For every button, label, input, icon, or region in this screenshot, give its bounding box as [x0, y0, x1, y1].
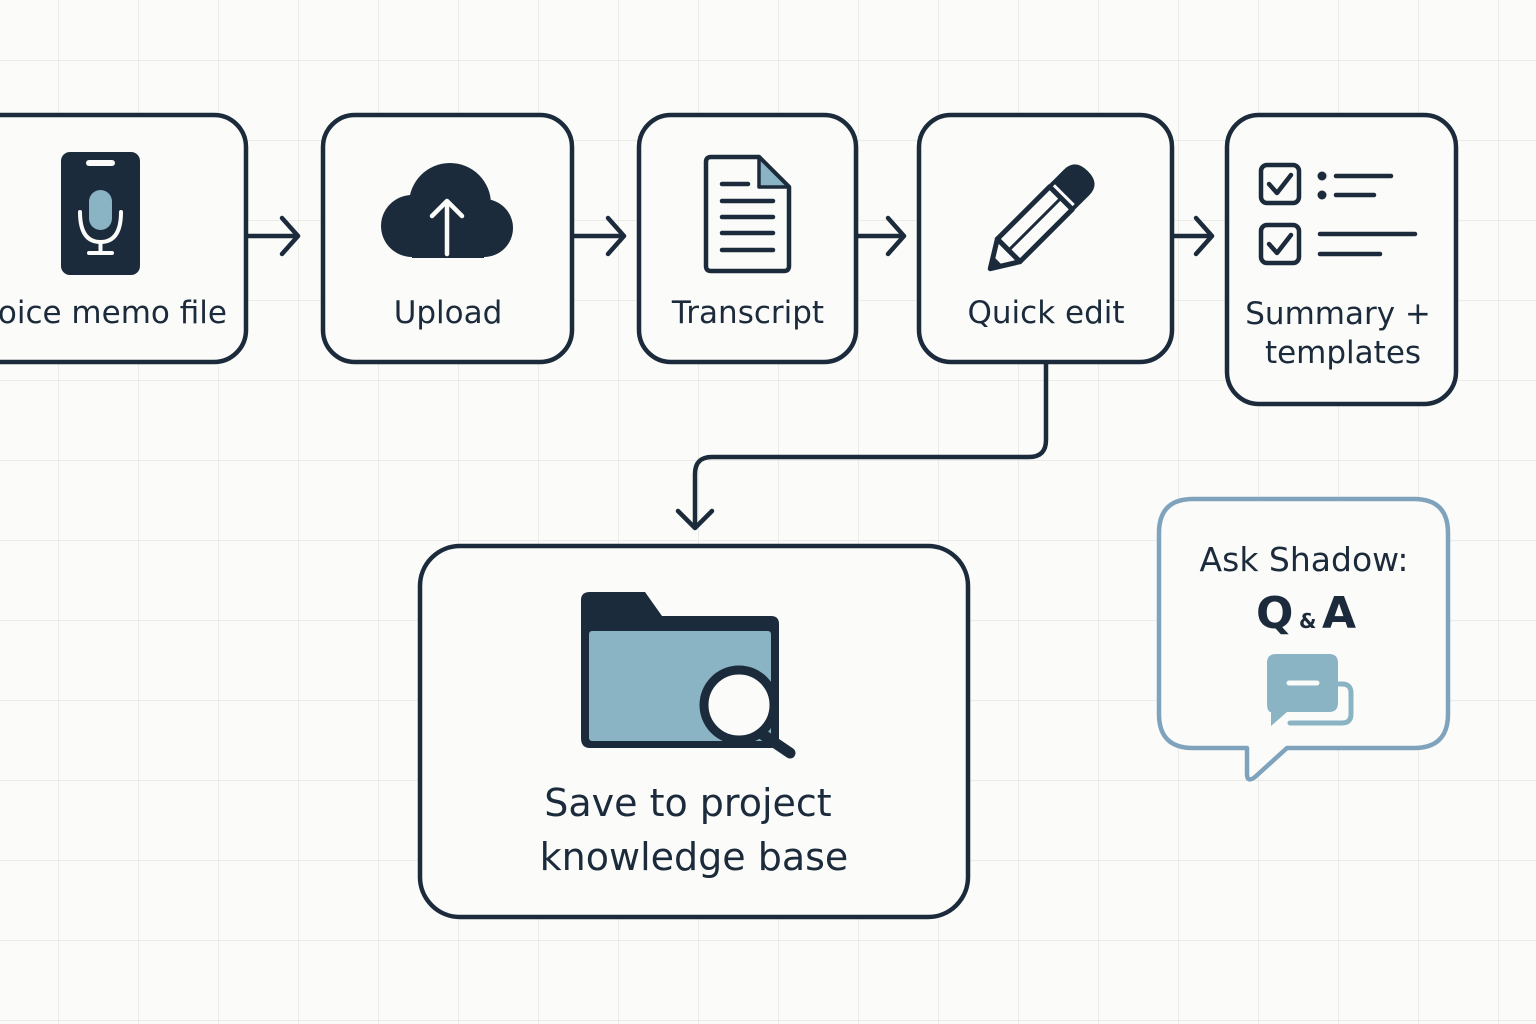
- callout-a: A: [1322, 588, 1356, 639]
- node-summary-label-line2: templates: [1265, 335, 1421, 371]
- node-transcript-label: Transcript: [671, 295, 824, 331]
- node-summary[interactable]: Summary + templates: [1224, 112, 1459, 407]
- connectors: [245, 215, 1215, 531]
- node-knowledge-base[interactable]: Save to project knowledge base: [417, 543, 971, 920]
- chat-bubbles-icon: [1267, 654, 1354, 726]
- node-knowledge-base-label: Save to project knowledge base: [540, 781, 849, 879]
- document-icon: [703, 154, 792, 274]
- cloud-upload-icon: [381, 163, 513, 258]
- node-upload[interactable]: Upload: [320, 112, 575, 365]
- phone-mic-icon: [61, 152, 140, 275]
- arrow-voice-to-upload: [245, 215, 301, 257]
- callout-q: Q: [1256, 588, 1293, 639]
- checklist-icon: [1258, 162, 1418, 266]
- pencil-icon: [987, 164, 1095, 272]
- node-voice-memo-label: Voice memo file: [0, 295, 227, 331]
- node-voice-memo[interactable]: Voice memo file: [0, 112, 249, 365]
- node-knowledge-base-label-line2: knowledge base: [540, 835, 849, 879]
- callout-subtitle: Q & A: [1256, 588, 1356, 639]
- node-summary-label: Summary + templates: [1245, 296, 1441, 371]
- node-upload-label: Upload: [394, 295, 503, 331]
- node-quick-edit[interactable]: Quick edit: [916, 112, 1175, 365]
- callout-title: Ask Shadow:: [1200, 540, 1409, 579]
- arrow-upload-to-transcript: [570, 215, 627, 257]
- arrow-edit-to-summary: [1170, 215, 1215, 257]
- node-summary-label-line1: Summary +: [1245, 296, 1431, 332]
- arrow-edit-to-knowledge-base: [675, 361, 1049, 531]
- arrow-transcript-to-edit: [854, 215, 907, 257]
- node-transcript[interactable]: Transcript: [636, 112, 859, 365]
- callout-amp: &: [1299, 609, 1316, 633]
- ask-shadow-callout[interactable]: Ask Shadow: Q & A: [1156, 496, 1451, 782]
- node-quick-edit-label: Quick edit: [967, 295, 1124, 331]
- node-knowledge-base-label-line1: Save to project: [544, 781, 831, 825]
- callout-bubble: [1156, 496, 1451, 782]
- folder-search-icon: [581, 592, 796, 759]
